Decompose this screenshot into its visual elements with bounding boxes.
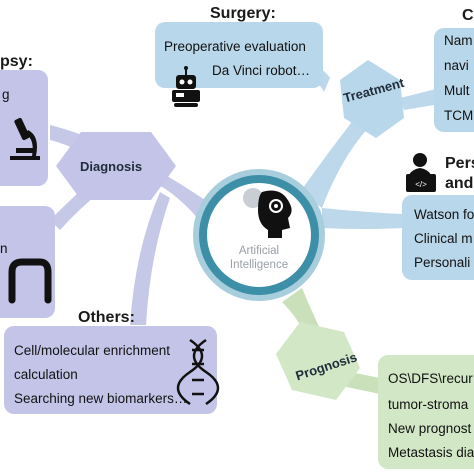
treatment-hexagon [340, 60, 404, 138]
prognosis-item: Metastasis dia [388, 445, 474, 460]
personal-item: Clinical m [414, 231, 473, 246]
surgery-header: Surgery: [210, 5, 276, 22]
others-item: Searching new biomarkers… [14, 391, 188, 406]
personal-header-line2: and [445, 175, 474, 192]
prognosis-item: New prognost [388, 421, 472, 436]
left-mid-item: n [0, 241, 8, 256]
personal-item: Watson fo [414, 207, 474, 222]
connector-treatment [300, 118, 368, 208]
svg-text:</>: </> [415, 180, 427, 189]
surgery-item: Preoperative evaluation [164, 39, 306, 54]
connector-others [130, 192, 170, 325]
others-item: Cell/molecular enrichment [14, 343, 171, 358]
others-box [4, 326, 217, 414]
top-right-item: navi [444, 58, 469, 73]
colon-icon [8, 258, 52, 304]
top-right-item: Nam [444, 33, 473, 48]
personal-header-line1: Pers [445, 155, 474, 172]
connector-personal [322, 208, 402, 229]
ai-head-icon [243, 188, 292, 238]
biopsy-item: g [2, 87, 10, 102]
microscope-icon [10, 117, 40, 160]
surgery-item: Da Vinci robot… [212, 63, 311, 78]
connector-prognosis [282, 288, 322, 335]
person-computer-icon: </> [406, 153, 436, 192]
surgery-box [155, 22, 323, 88]
top-right-item: Mult [444, 83, 470, 98]
prognosis-box [378, 355, 474, 469]
connector-top-right [400, 88, 440, 110]
diagnosis-hexagon [56, 132, 176, 200]
dna-icon [176, 338, 220, 406]
robot-icon [172, 66, 200, 107]
center-label-line1: Artificial [238, 245, 280, 257]
top-right-box [434, 28, 474, 132]
others-header: Others: [78, 309, 135, 326]
prognosis-item: tumor-stroma [388, 397, 469, 412]
personal-box [402, 195, 474, 280]
top-right-header: C [462, 7, 474, 24]
prognosis-hexagon [276, 322, 360, 400]
center-label-line2: Intelligence [229, 259, 289, 271]
personal-item: Personali [414, 255, 471, 270]
others-item: calculation [14, 367, 78, 382]
top-right-item: TCM [444, 108, 474, 123]
biopsy-header: psy: [0, 53, 33, 70]
diagnosis-hexagon-label: Diagnosis [80, 159, 143, 174]
prognosis-item: OS\DFS\recur [388, 371, 473, 386]
